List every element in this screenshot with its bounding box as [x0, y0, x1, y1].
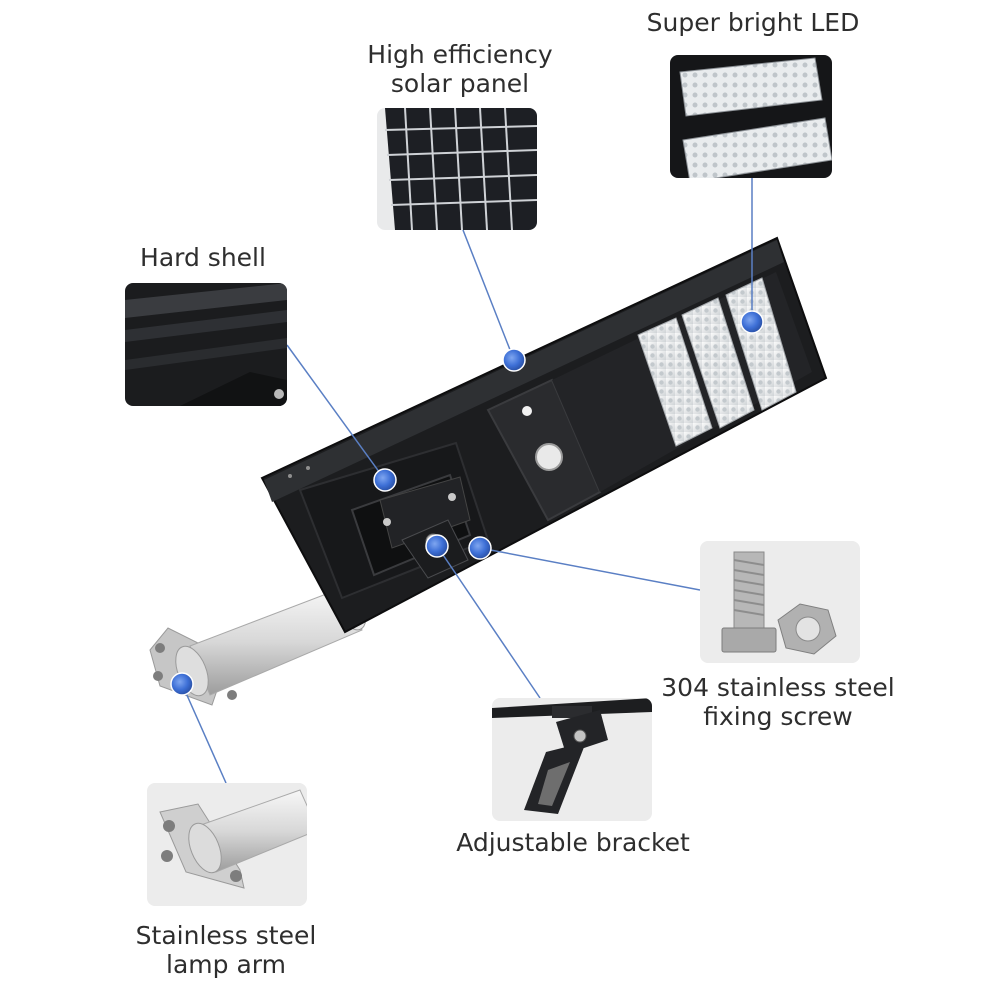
street-lamp	[149, 236, 828, 706]
label-line: Super bright LED	[646, 8, 860, 37]
thumb-adjustable-bracket	[492, 698, 652, 821]
thumb-solar-panel	[377, 108, 537, 230]
label-line: Stainless steel	[135, 921, 317, 950]
marker-led	[740, 310, 764, 334]
label-line: Adjustable bracket	[456, 828, 690, 857]
markers	[170, 310, 764, 696]
label-line: Hard shell	[140, 243, 266, 272]
marker-bracket	[425, 534, 449, 558]
thumb-lamp-arm	[147, 783, 307, 906]
thumb-hard-shell	[125, 283, 287, 406]
marker-screw	[468, 536, 492, 560]
label-super-bright-led: Super bright LED	[640, 8, 866, 37]
label-line: solar panel	[390, 69, 530, 98]
marker-arm	[170, 672, 194, 696]
connector-lines	[181, 178, 753, 784]
label-line: lamp arm	[166, 950, 286, 979]
thumb-fixing-screw	[700, 541, 860, 663]
marker-solar	[502, 348, 526, 372]
label-solar-panel: High efficiency solar panel	[345, 40, 575, 98]
label-lamp-arm: Stainless steel lamp arm	[126, 921, 326, 979]
thumb-super-bright-led	[670, 55, 832, 178]
label-line: fixing screw	[703, 702, 853, 731]
label-adjustable-bracket: Adjustable bracket	[448, 828, 698, 857]
label-hard-shell: Hard shell	[118, 243, 288, 272]
label-fixing-screw: 304 stainless steel fixing screw	[660, 673, 896, 731]
label-line: High efficiency	[367, 40, 553, 69]
label-line: 304 stainless steel	[661, 673, 895, 702]
marker-shell	[373, 468, 397, 492]
led-modules	[637, 277, 797, 447]
